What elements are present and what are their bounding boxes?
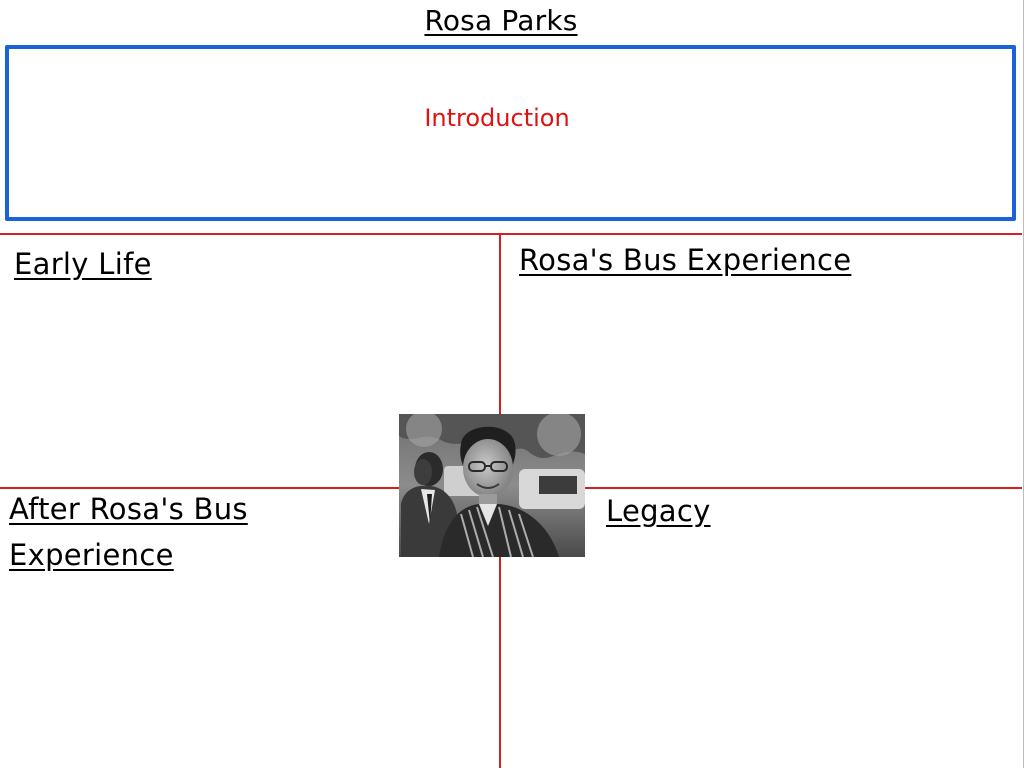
after-bus-heading-line2: Experience	[9, 538, 174, 572]
middle-divider-line-right	[585, 487, 1022, 489]
photo-illustration	[399, 414, 585, 557]
center-divider-line-top	[499, 234, 501, 414]
after-bus-experience-heading: After Rosa's Bus Experience	[9, 486, 248, 578]
legacy-heading: Legacy	[606, 494, 711, 528]
after-bus-heading-line1: After Rosa's Bus	[9, 492, 248, 526]
bus-experience-heading: Rosa's Bus Experience	[519, 243, 852, 277]
introduction-label: Introduction	[424, 104, 570, 132]
introduction-box[interactable]	[5, 45, 1016, 221]
early-life-heading: Early Life	[14, 247, 152, 281]
center-divider-line-bottom	[499, 557, 501, 768]
middle-divider-line-left	[0, 487, 399, 489]
rosa-parks-photo	[399, 414, 585, 557]
top-divider-line	[0, 233, 1022, 235]
page-title: Rosa Parks	[424, 4, 578, 37]
